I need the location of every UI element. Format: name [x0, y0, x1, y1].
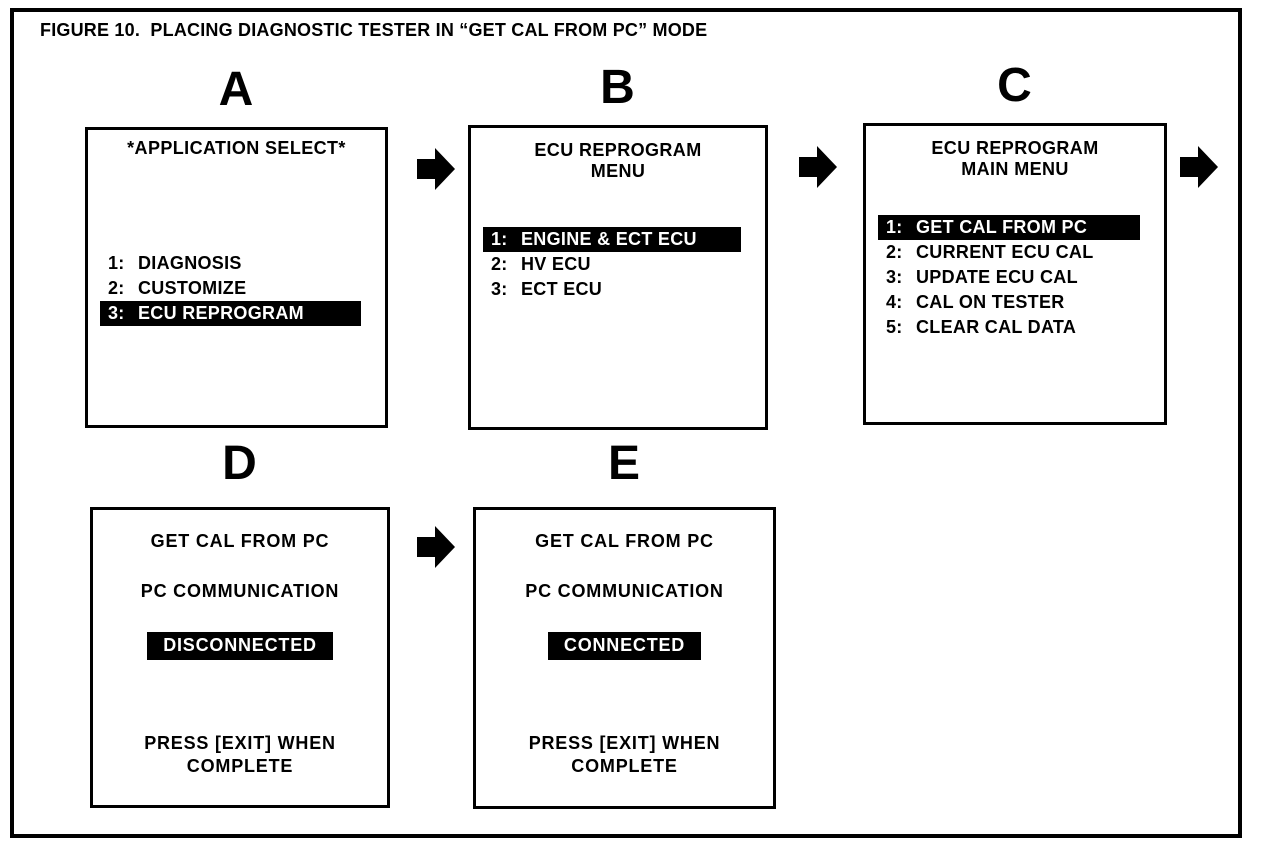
right-arrow-icon — [417, 148, 455, 190]
menu-item-label: DIAGNOSIS — [138, 253, 242, 273]
menu-item-label: GET CAL FROM PC — [916, 217, 1088, 237]
figure-title: FIGURE 10. PLACING DIAGNOSTIC TESTER IN … — [40, 20, 708, 40]
menu-item-label: CURRENT ECU CAL — [916, 242, 1094, 262]
right-arrow-icon — [1180, 146, 1218, 188]
screen-e-status-row: CONNECTED — [476, 632, 773, 660]
screen-c-header-line1: ECU REPROGRAM — [931, 138, 1099, 158]
screen-c-menu: 1: GET CAL FROM PC 2: CURRENT ECU CAL 3:… — [878, 215, 1140, 340]
screen-e-footer-line2: COMPLETE — [571, 756, 678, 776]
menu-item-label: UPDATE ECU CAL — [916, 267, 1078, 287]
screen-d-title: GET CAL FROM PC — [150, 531, 330, 551]
screen-a-application-select: *APPLICATION SELECT* 1: DIAGNOSIS 2: CUS… — [85, 127, 388, 428]
menu-item-number: 4: — [886, 292, 903, 312]
menu-item-number: 2: — [108, 278, 125, 298]
right-arrow-icon — [799, 146, 837, 188]
menu-item: 4: CAL ON TESTER — [878, 290, 1140, 315]
panel-letter-d: D — [222, 437, 258, 490]
menu-item-highlighted: 1: GET CAL FROM PC — [878, 215, 1140, 240]
screen-b-header: ECU REPROGRAM MENU — [471, 140, 765, 182]
menu-item-number: 2: — [491, 254, 508, 274]
menu-item-label: ECT ECU — [521, 279, 603, 299]
panel-letter-a: A — [218, 63, 255, 116]
screen-b-ecu-reprogram-menu: ECU REPROGRAM MENU 1: ENGINE & ECT ECU 2… — [468, 125, 768, 430]
menu-item: 3: UPDATE ECU CAL — [878, 265, 1140, 290]
menu-item: 3: ECT ECU — [483, 277, 741, 302]
screen-c-header: ECU REPROGRAM MAIN MENU — [866, 138, 1164, 180]
menu-item: 5: CLEAR CAL DATA — [878, 315, 1140, 340]
screen-c-ecu-reprogram-main-menu: ECU REPROGRAM MAIN MENU 1: GET CAL FROM … — [863, 123, 1167, 425]
screen-d-subtitle: PC COMMUNICATION — [140, 581, 340, 601]
screen-b-menu: 1: ENGINE & ECT ECU 2: HV ECU 3: ECT ECU — [483, 227, 741, 302]
menu-item-highlighted: 1: ENGINE & ECT ECU — [483, 227, 741, 252]
screen-a-header: *APPLICATION SELECT* — [127, 138, 346, 158]
menu-item-label: CUSTOMIZE — [138, 278, 247, 298]
menu-item-number: 3: — [886, 267, 903, 287]
screen-d-status-row: DISCONNECTED — [93, 632, 387, 660]
screen-d-footer-line1: PRESS [EXIT] WHEN — [144, 733, 336, 753]
panel-letter-e: E — [607, 437, 641, 490]
screen-d-pc-communication-disconnected: GET CAL FROM PC PC COMMUNICATION DISCONN… — [90, 507, 390, 808]
menu-item: 2: HV ECU — [483, 252, 741, 277]
panel-letter-c: C — [997, 59, 1033, 112]
status-badge: DISCONNECTED — [147, 632, 333, 660]
screen-b-header-line1: ECU REPROGRAM — [534, 140, 702, 160]
screen-a-menu: 1: DIAGNOSIS 2: CUSTOMIZE 3: ECU REPROGR… — [100, 251, 361, 326]
menu-item-label: CLEAR CAL DATA — [916, 317, 1077, 337]
menu-item-label: CAL ON TESTER — [916, 292, 1065, 312]
menu-item-number: 3: — [491, 279, 508, 299]
menu-item-label: ENGINE & ECT ECU — [521, 229, 697, 249]
menu-item-number: 1: — [491, 229, 508, 249]
screen-d-footer-line2: COMPLETE — [186, 756, 294, 776]
panel-letter-b: B — [600, 61, 636, 114]
menu-item-highlighted: 3: ECU REPROGRAM — [100, 301, 361, 326]
menu-item-number: 1: — [886, 217, 903, 237]
screen-c-header-line2: MAIN MENU — [961, 159, 1069, 179]
menu-item: 2: CUSTOMIZE — [100, 276, 361, 301]
menu-item-label: ECU REPROGRAM — [138, 303, 304, 323]
right-arrow-icon — [417, 526, 455, 568]
menu-item: 1: DIAGNOSIS — [100, 251, 361, 276]
screen-b-header-line2: MENU — [590, 161, 646, 181]
screen-e-title: GET CAL FROM PC — [535, 531, 714, 551]
menu-item-number: 1: — [108, 253, 125, 273]
status-badge: CONNECTED — [547, 632, 702, 660]
menu-item-number: 2: — [886, 242, 903, 262]
screen-e-pc-communication-connected: GET CAL FROM PC PC COMMUNICATION CONNECT… — [473, 507, 776, 809]
screen-e-footer-line1: PRESS [EXIT] WHEN — [528, 733, 721, 753]
menu-item-number: 3: — [108, 303, 125, 323]
menu-item-number: 5: — [886, 317, 903, 337]
screen-e-subtitle: PC COMMUNICATION — [525, 581, 724, 601]
menu-item-label: HV ECU — [521, 254, 591, 274]
menu-item: 2: CURRENT ECU CAL — [878, 240, 1140, 265]
